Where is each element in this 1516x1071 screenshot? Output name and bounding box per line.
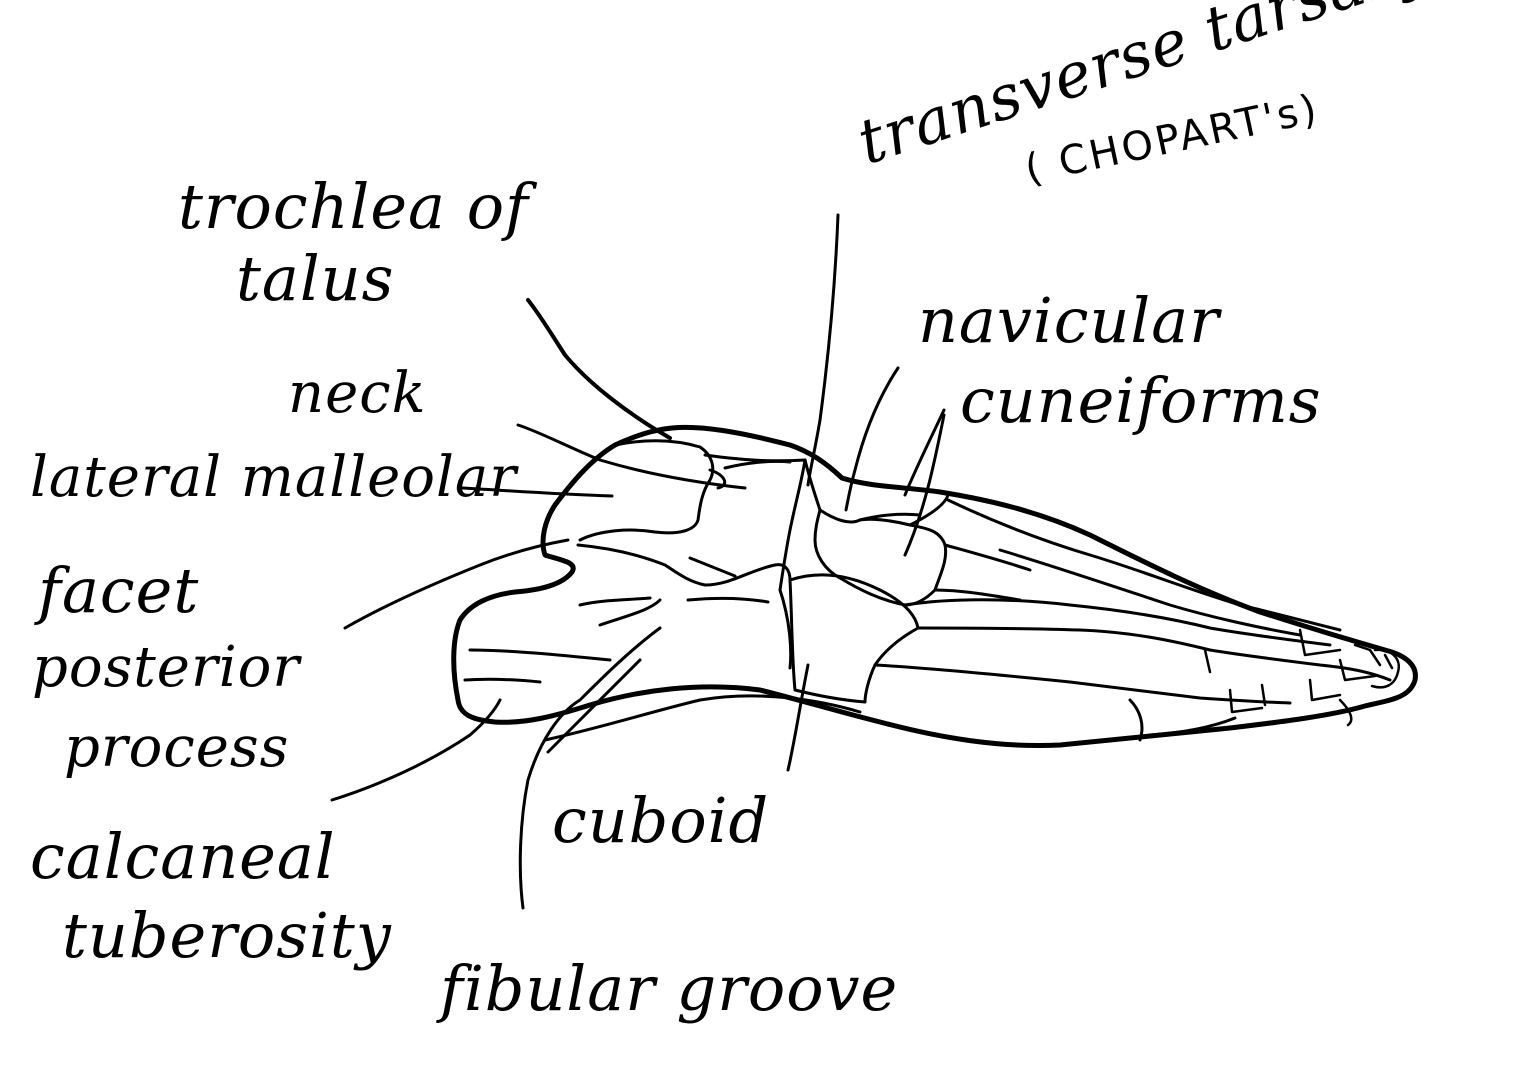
leader-transverse-tarsal-joint bbox=[808, 215, 838, 485]
talus-head bbox=[705, 455, 805, 488]
label-cuboid: cuboid bbox=[552, 790, 769, 852]
leader-cuboid bbox=[788, 665, 808, 770]
label-lateral-malleolar-facet-line1: lateral malleolar bbox=[30, 450, 517, 506]
label-posterior-process-line2: process bbox=[64, 720, 289, 776]
label-cuneiforms: cuneiforms bbox=[960, 370, 1322, 432]
leader-calcaneal-tuberosity bbox=[332, 700, 500, 800]
calcaneus-upper bbox=[578, 545, 790, 585]
calcaneus-inner-1 bbox=[580, 598, 660, 625]
label-calcaneal-tuberosity-line2: tuberosity bbox=[62, 905, 392, 967]
calcaneus-inner-2 bbox=[465, 650, 610, 682]
label-lateral-malleolar-facet-line2: facet bbox=[38, 560, 199, 622]
metatarsal-lines bbox=[875, 500, 1390, 703]
label-neck: neck bbox=[288, 366, 427, 422]
leader-trochlea-of-talus bbox=[528, 300, 670, 438]
leader-fibular-groove bbox=[520, 628, 660, 908]
calcaneus-front bbox=[688, 558, 791, 668]
label-posterior-process-line1: posterior bbox=[32, 640, 300, 696]
cuboid-outline bbox=[790, 575, 918, 702]
foot-dorsal-outline bbox=[454, 427, 1416, 745]
label-trochlea-of-talus-line1: trochlea of bbox=[178, 176, 529, 238]
label-trochlea-of-talus-line2: talus bbox=[236, 248, 394, 310]
leader-posterior-process bbox=[345, 540, 568, 628]
label-fibular-groove: fibular groove bbox=[440, 958, 898, 1020]
label-navicular: navicular bbox=[918, 290, 1220, 352]
talus-neck-line bbox=[780, 460, 805, 590]
leader-fibular-groove-2 bbox=[548, 660, 640, 752]
label-calcaneal-tuberosity-line1: calcaneal bbox=[30, 826, 336, 888]
